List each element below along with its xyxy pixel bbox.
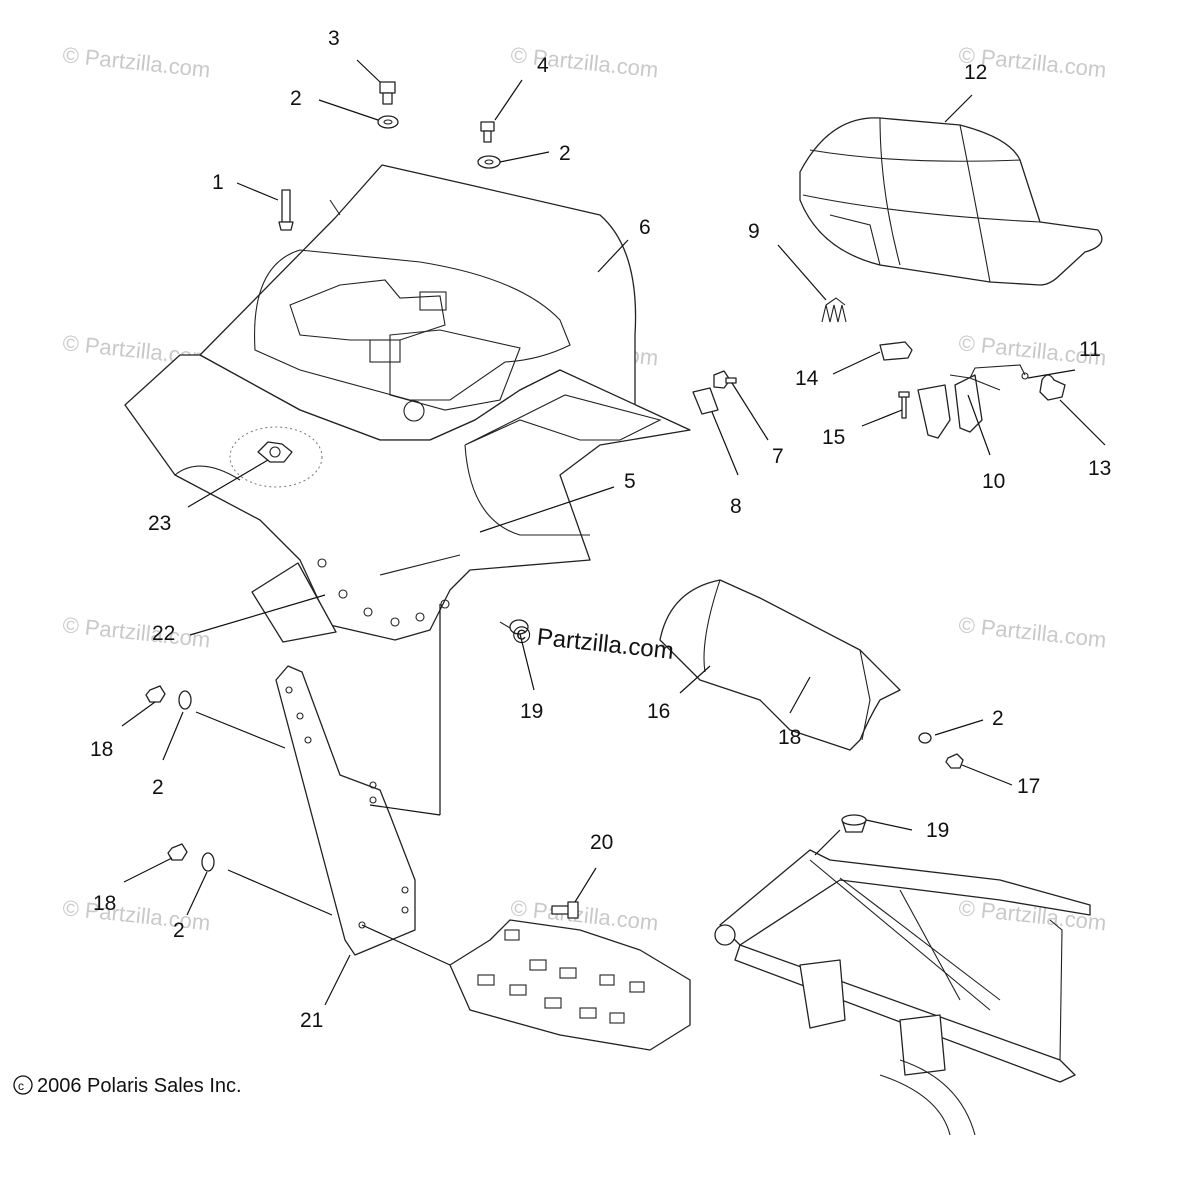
callout-9: 9 (748, 220, 760, 243)
nut-part (145, 685, 166, 703)
copyright-notice: c 2006 Polaris Sales Inc. (13, 1075, 242, 1097)
callout-19: 19 (520, 700, 543, 723)
guard-cover-part (659, 579, 901, 751)
center-watermark: © Partzilla.com (511, 621, 675, 665)
rivet-part (278, 189, 294, 231)
pin-part (898, 391, 910, 419)
callout-5: 5 (624, 470, 636, 493)
plate-part (879, 341, 913, 361)
seat-latch-part (917, 364, 1029, 439)
spring-part (821, 297, 847, 323)
clip-nut-part (692, 387, 719, 415)
washer-part (484, 159, 494, 165)
copyright-icon-glyph: c (18, 1079, 24, 1093)
callout-22: 22 (152, 622, 175, 645)
leader-lines (121, 59, 1106, 1006)
callout-8: 8 (730, 495, 742, 518)
callout-2: 2 (152, 776, 164, 799)
callout-10: 10 (982, 470, 1005, 493)
bolt-part (551, 901, 579, 919)
watermark: © Partzilla.com (61, 42, 211, 82)
callout-12: 12 (964, 61, 987, 84)
callout-4: 4 (537, 54, 549, 77)
callout-20: 20 (590, 831, 613, 854)
callout-18: 18 (778, 726, 801, 749)
callout-18: 18 (90, 738, 113, 761)
callout-14: 14 (795, 367, 819, 390)
watermark: © Partzilla.com (61, 895, 211, 935)
callout-1: 1 (212, 171, 224, 194)
callout-19: 19 (926, 819, 949, 842)
callout-2: 2 (173, 919, 185, 942)
washer-part (201, 852, 215, 872)
grommet-part (499, 619, 529, 635)
callout-11: 11 (1079, 338, 1101, 361)
callout-21: 21 (300, 1009, 323, 1032)
copyright-icon (13, 1075, 33, 1095)
callout-17: 17 (1017, 775, 1040, 798)
washer-part (377, 115, 399, 129)
washer-part (383, 119, 393, 125)
mounting-bracket-part (275, 665, 416, 956)
watermark: © Partzilla.com (509, 42, 659, 82)
callout-7: 7 (772, 445, 784, 468)
callout-16: 16 (647, 700, 670, 723)
callout-3: 3 (328, 27, 340, 50)
callout-2: 2 (290, 87, 302, 110)
washer-part (918, 732, 932, 744)
callout-2: 2 (992, 707, 1004, 730)
callout-18: 18 (93, 892, 116, 915)
bumper-part (1039, 374, 1066, 401)
rear-fender-panel (199, 164, 637, 441)
rear-fender (124, 354, 691, 641)
footrest-part (449, 919, 691, 1051)
washer-part (178, 690, 192, 710)
grommet-part (841, 814, 867, 833)
frame-part (714, 849, 1091, 1136)
callout-23: 23 (148, 512, 171, 535)
nut-part (167, 843, 188, 861)
screw-part (713, 370, 737, 389)
nut-part (945, 753, 964, 769)
washer-part (477, 155, 501, 169)
bolt-part (379, 81, 396, 105)
decal-part (251, 562, 337, 643)
watermark: © Partzilla.com (61, 612, 211, 652)
bolt-part (480, 121, 495, 143)
callout-15: 15 (822, 426, 845, 449)
seat-part (799, 117, 1103, 286)
callout-13: 13 (1088, 457, 1111, 480)
center-watermark-text: © Partzilla.com (511, 621, 675, 665)
watermark: © Partzilla.com (957, 612, 1107, 652)
copyright-text: 2006 Polaris Sales Inc. (37, 1075, 242, 1097)
callout-6: 6 (639, 216, 651, 239)
callouts: 1 3 2 4 2 6 12 9 14 11 13 10 15 7 8 5 23… (90, 27, 1111, 1032)
fuel-cap-part (257, 441, 293, 463)
callout-2: 2 (559, 142, 571, 165)
